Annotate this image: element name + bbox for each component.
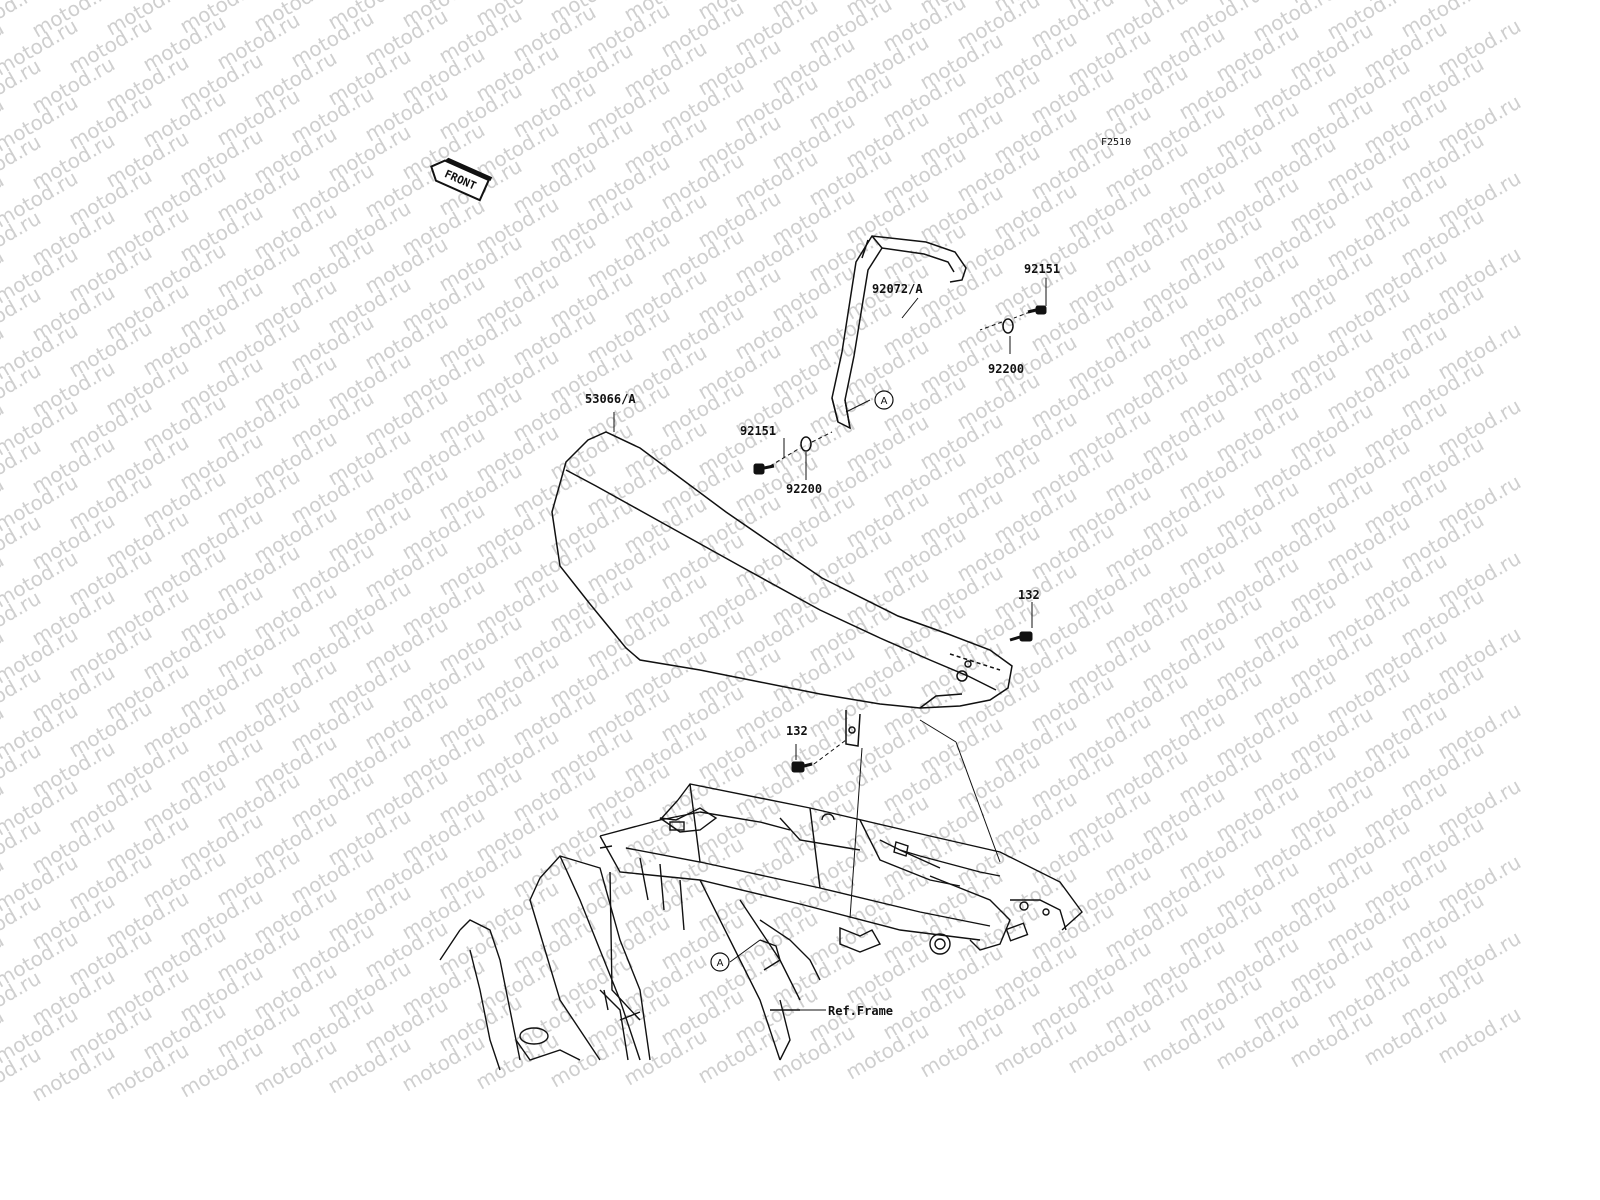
ref-marker-lower: A [710,952,730,972]
part-label-seat: 53066/A [585,392,636,406]
part-label-washer-upper-right: 92200 [988,362,1025,376]
part-label-bolt-right: 132 [1018,588,1040,602]
part-label-frame: Ref.Frame [828,1004,894,1018]
part-label-bolt-lower: 132 [786,724,808,738]
part-label-grab-bar: 92072/A [872,282,923,296]
watermark-text: motod.ru [1434,1002,1525,1069]
diagram-code: F2510 [1101,137,1132,148]
part-label-bolt-upper-right: 92151 [1024,262,1061,276]
watermark-layer: motod.rumotod.rumotod.rumotod.rumotod.ru… [0,0,1525,1108]
svg-text:A: A [717,958,724,969]
part-label-washer-left: 92200 [786,482,823,496]
part-label-bolt-left: 92151 [740,424,777,438]
ref-marker-upper: A [874,390,894,410]
svg-text:A: A [881,396,888,407]
